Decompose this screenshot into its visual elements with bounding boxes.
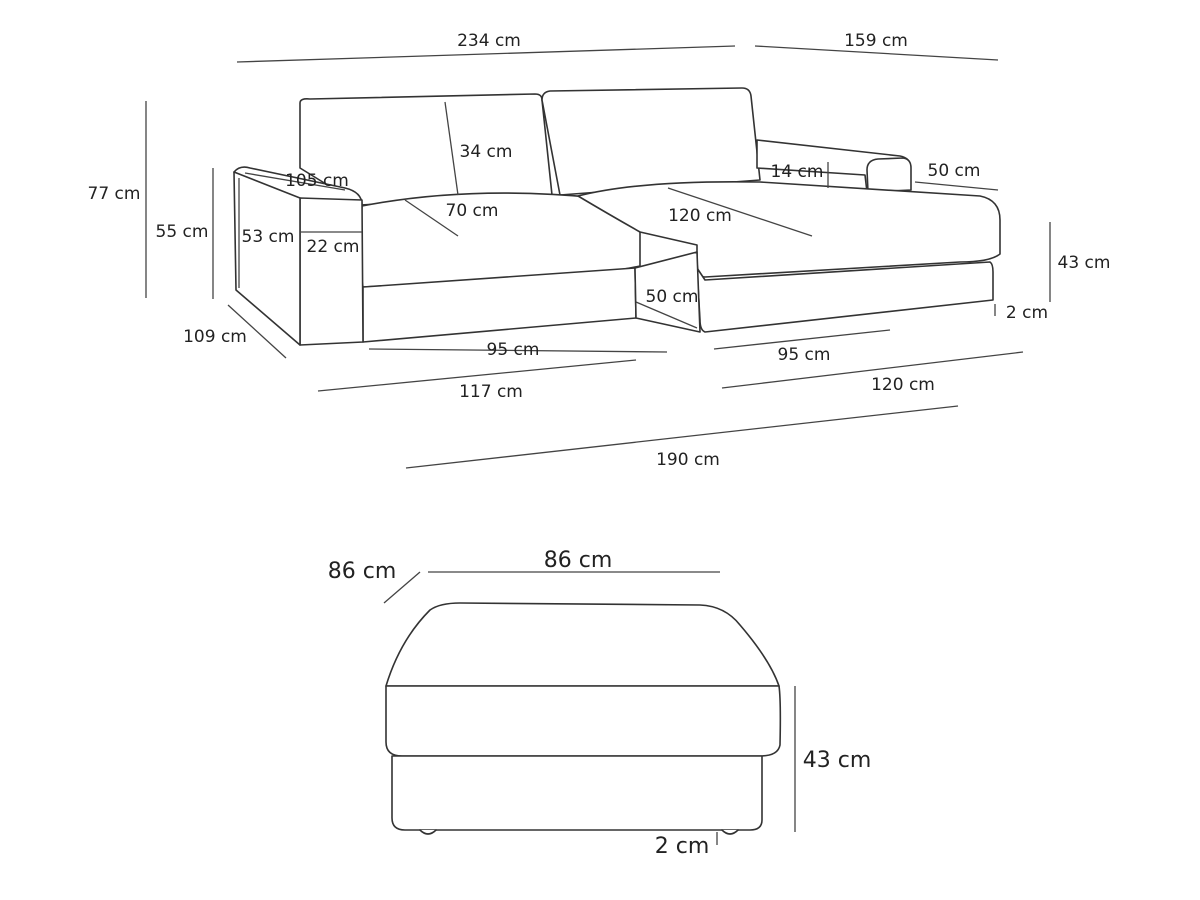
- dim-line-109: [227, 304, 287, 359]
- label-chaise-depth: 159 cm: [844, 31, 908, 51]
- label-chaise-length: 190 cm: [656, 450, 720, 470]
- ottoman-top: [385, 602, 780, 687]
- label-chaise-arm-height: 14 cm: [771, 162, 824, 182]
- label-ottoman-depth: 86 cm: [328, 559, 397, 584]
- ottoman-drawing: [385, 602, 782, 835]
- dim-line-50-gap: [635, 301, 698, 329]
- label-armrest-inner-height: 53 cm: [242, 227, 295, 247]
- dim-line-50-arm: [914, 181, 999, 191]
- label-module-width-left: 117 cm: [459, 382, 523, 402]
- label-total-height: 77 cm: [88, 184, 141, 204]
- label-chaise-gap-depth: 50 cm: [646, 287, 699, 307]
- label-armrest-depth: 105 cm: [285, 171, 349, 191]
- dim-line-117: [317, 359, 637, 392]
- label-module-width-right: 120 cm: [871, 375, 935, 395]
- dim-line-ottoman-depth: [383, 571, 421, 604]
- chaise-seat-cushion: [577, 180, 1001, 278]
- label-chaise-seat-depth: 120 cm: [668, 206, 732, 226]
- ottoman-leg-left: [419, 829, 437, 835]
- label-armrest-width: 22 cm: [307, 237, 360, 257]
- left-armrest-side: [233, 171, 301, 346]
- label-total-depth: 109 cm: [183, 327, 247, 347]
- dim-line-120: [721, 351, 1024, 389]
- label-ottoman-leg-height: 2 cm: [655, 834, 710, 859]
- ottoman-leg-right: [721, 829, 739, 835]
- label-back-cushion-height: 34 cm: [460, 142, 513, 162]
- dimension-labels: 234 cm 159 cm 77 cm 55 cm 53 cm 105 cm 2…: [88, 31, 1111, 859]
- ottoman-cushion: [385, 685, 782, 757]
- label-seat-depth: 70 cm: [446, 201, 499, 221]
- label-seat-height: 43 cm: [1058, 253, 1111, 273]
- dimension-lines: [145, 45, 1051, 845]
- dim-line-190: [405, 405, 959, 469]
- chaise-side-base: [634, 251, 701, 333]
- sofa-back-right: [541, 87, 761, 196]
- label-armrest-height: 55 cm: [156, 222, 209, 242]
- label-ottoman-height: 43 cm: [803, 748, 872, 773]
- dim-line-105: [244, 172, 346, 191]
- label-leg-height: 2 cm: [1006, 303, 1048, 323]
- dim-line-159: [754, 45, 999, 61]
- chaise-arm-front: [866, 157, 912, 193]
- dim-line-95-left: [368, 348, 668, 353]
- label-seat-width-left: 95 cm: [487, 340, 540, 360]
- dim-line-34: [444, 101, 459, 196]
- dim-line-70: [404, 199, 459, 237]
- label-chaise-arm-width: 50 cm: [928, 161, 981, 181]
- dim-line-120-seat: [667, 187, 813, 237]
- label-seat-width-right: 95 cm: [778, 345, 831, 365]
- sofa-drawing: [233, 87, 1001, 346]
- left-armrest-front: [299, 197, 364, 346]
- ottoman-base: [391, 755, 763, 831]
- dim-line-234: [236, 45, 736, 63]
- label-total-width: 234 cm: [457, 31, 521, 51]
- dim-line-95-right: [713, 329, 891, 350]
- label-ottoman-width: 86 cm: [544, 548, 613, 573]
